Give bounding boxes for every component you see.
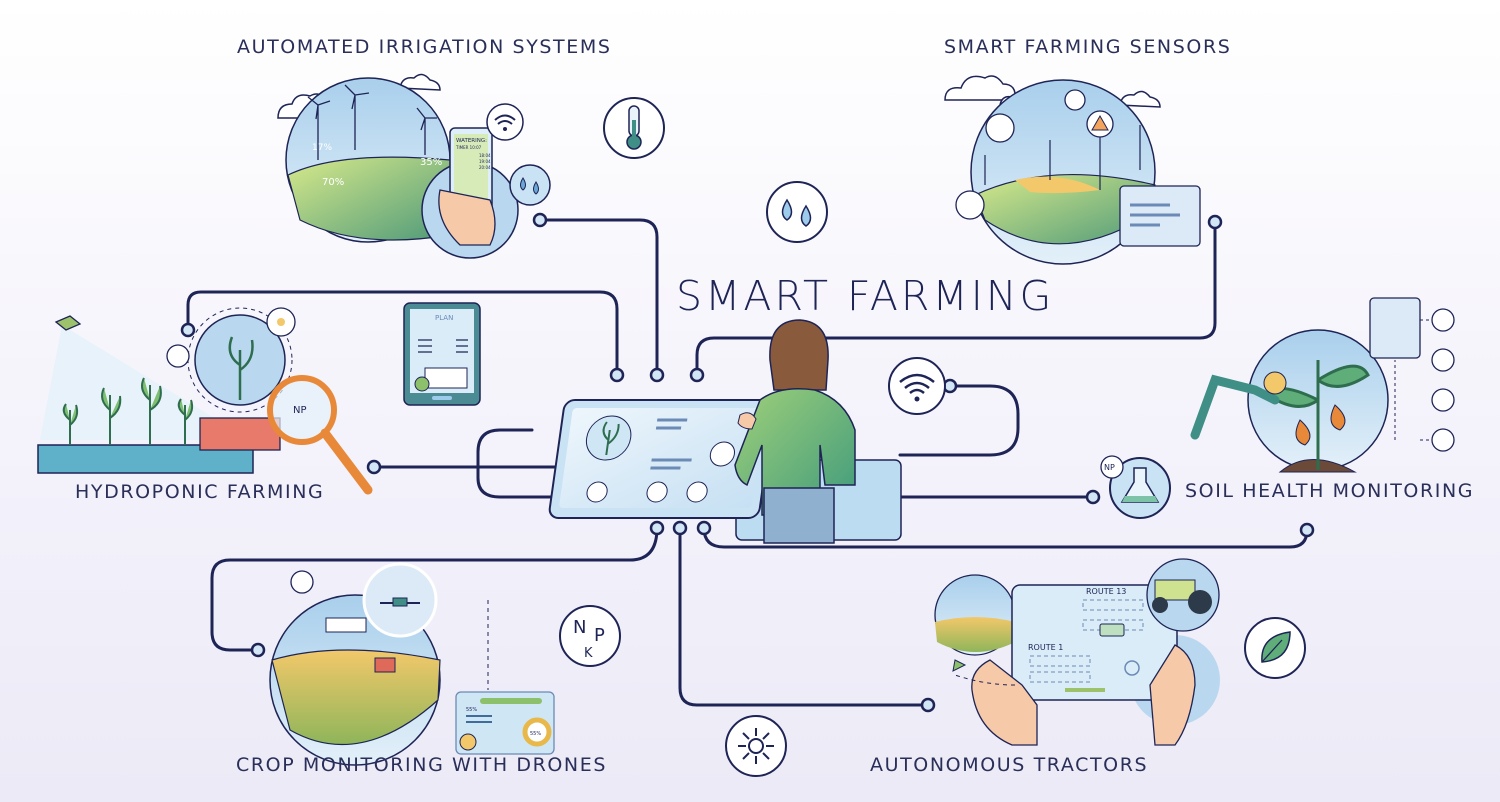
warning-icon (1086, 110, 1114, 138)
label-soil: SOIL HEALTH MONITORING (1185, 480, 1475, 502)
field-percent-1: 17% (312, 143, 332, 153)
connector-drones (210, 526, 659, 652)
label-drones: CROP MONITORING WITH DRONES (236, 754, 608, 776)
label-hydroponic: HYDROPONIC FARMING (75, 481, 325, 503)
label-tractors: AUTONOMOUS TRACTORS (870, 754, 1149, 776)
route-1-label: ROUTE 1 (1028, 643, 1063, 652)
hydroponic-illustration: NP (37, 307, 373, 495)
connector-soil-bottom (702, 526, 1309, 549)
phone-time-1: 18:04 (479, 153, 491, 158)
connector-hydroponic-top (186, 290, 619, 377)
tractors-illustration: ROUTE 13 ROUTE 1 (934, 558, 1220, 746)
label-sensors: SMART FARMING SENSORS (944, 36, 1232, 58)
npk-icon: N P K (559, 605, 621, 667)
phone-timer: TIMER 10:07 (455, 145, 482, 150)
connector-irrigation (538, 218, 659, 377)
thermometer-icon (603, 97, 665, 159)
flask-icon: NP (1100, 455, 1171, 519)
phone: WATERING: TIMER 10:07 18:04 19:04 20:04 (438, 127, 496, 246)
wifi-icon (888, 357, 946, 415)
water-drops-icon (509, 164, 551, 206)
wifi-icon (486, 103, 524, 141)
soil-illustration (1190, 297, 1455, 473)
plan-heading: PLAN (435, 314, 453, 322)
irrigation-illustration: 17% 35% 70% WATERING: TIMER 10:07 18:04 … (277, 73, 551, 259)
npk-n: N (573, 617, 586, 638)
connector-left-loop (476, 428, 592, 499)
leaf-icon (1244, 617, 1306, 679)
connector-sensors (695, 220, 1217, 377)
connector-endpoints (180, 212, 1315, 713)
woman (734, 319, 856, 544)
route-13-label: ROUTE 13 (1086, 587, 1126, 596)
phone-time-2: 19:04 (479, 159, 491, 164)
tractor-icon (1146, 558, 1220, 632)
central-scene (548, 319, 902, 544)
svg-text:NP: NP (293, 405, 307, 416)
wind-turbine-icon (307, 84, 437, 160)
npk-k: K (584, 646, 593, 661)
plan-tablet: PLAN (403, 302, 481, 406)
connector-tractors (678, 526, 930, 707)
svg-text:NP: NP (1104, 463, 1115, 472)
page-title: SMART FARMING (676, 272, 1055, 320)
label-irrigation: AUTOMATED IRRIGATION SYSTEMS (237, 36, 612, 58)
drone-icon (362, 562, 438, 638)
sensors-illustration (944, 75, 1201, 265)
connector-lines (186, 218, 1309, 707)
magnifier-icon: NP (267, 375, 373, 495)
phone-heading: WATERING: (456, 138, 487, 144)
sun-icon (725, 715, 787, 777)
phone-time-3: 20:04 (479, 165, 491, 170)
npk-p: P (594, 625, 605, 646)
field-percent-3: 70% (322, 177, 344, 188)
field-percent-2: 35% (420, 157, 442, 168)
drones-illustration: 55% 55% (269, 562, 555, 766)
water-drops-icon (766, 181, 828, 243)
connector-wifi (898, 384, 1020, 457)
drone-panel-bar-percent: 55% (466, 707, 477, 713)
drone-panel-donut-percent: 55% (530, 731, 541, 737)
